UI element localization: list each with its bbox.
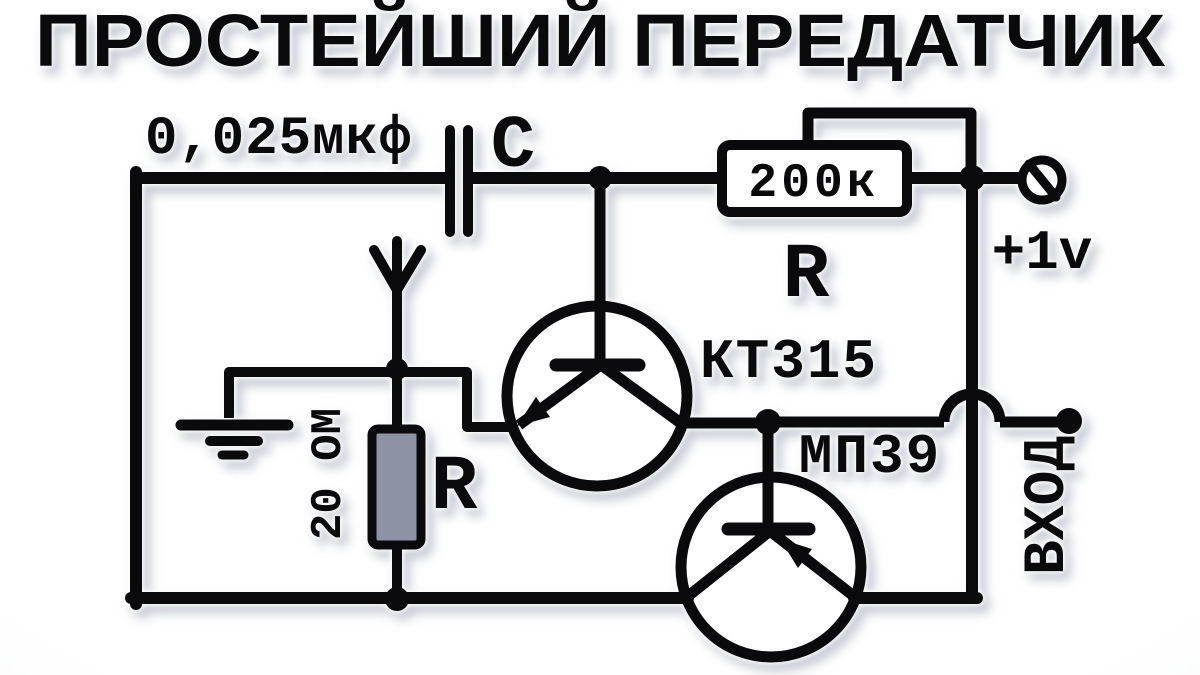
kt315-collector-line bbox=[600, 362, 686, 429]
input-terminal-dot-icon bbox=[1056, 408, 1082, 434]
junction-dot bbox=[386, 358, 408, 380]
bias-resistor-top-loop-wire bbox=[802, 107, 977, 172]
junction-dot bbox=[755, 409, 781, 435]
wire-hop-icon bbox=[938, 388, 1006, 423]
capacitor-designator-label: C bbox=[491, 105, 535, 189]
emitter-resistor-designator-label: R bbox=[431, 444, 478, 532]
mp39-collector-line bbox=[683, 526, 774, 602]
resistor-box-icon bbox=[717, 140, 912, 217]
page-title: ПРОСТЕЙШИЙ ПЕРЕДАТЧИК bbox=[35, 0, 1166, 82]
mp39-emitter-arrow-icon bbox=[780, 539, 812, 568]
capacitor-value-label: 0,025мкф bbox=[145, 109, 412, 170]
kt315-emitter-to-antenna-wire bbox=[400, 367, 514, 432]
bias-resistor-value-label: 200к bbox=[748, 157, 879, 211]
power-terminal-label: +1v bbox=[992, 221, 1093, 285]
kt315-emitter-arrow-icon bbox=[517, 397, 550, 426]
antenna-icon bbox=[369, 236, 426, 295]
junction-dot bbox=[588, 166, 612, 190]
mp39-part-label: МП39 bbox=[799, 425, 941, 489]
ground-wire bbox=[224, 367, 394, 418]
screw-terminal-icon bbox=[1024, 159, 1061, 202]
input-terminal-label: ВХОД bbox=[1016, 436, 1081, 575]
junction-dot bbox=[385, 587, 409, 611]
kt315-part-label: КТ315 bbox=[700, 330, 878, 394]
emitter-resistor-value-label: 20 ОМ bbox=[304, 408, 354, 540]
bias-resistor-designator-label: R bbox=[783, 232, 830, 320]
resistor-box-icon bbox=[367, 424, 426, 550]
junction-dot bbox=[959, 165, 985, 191]
